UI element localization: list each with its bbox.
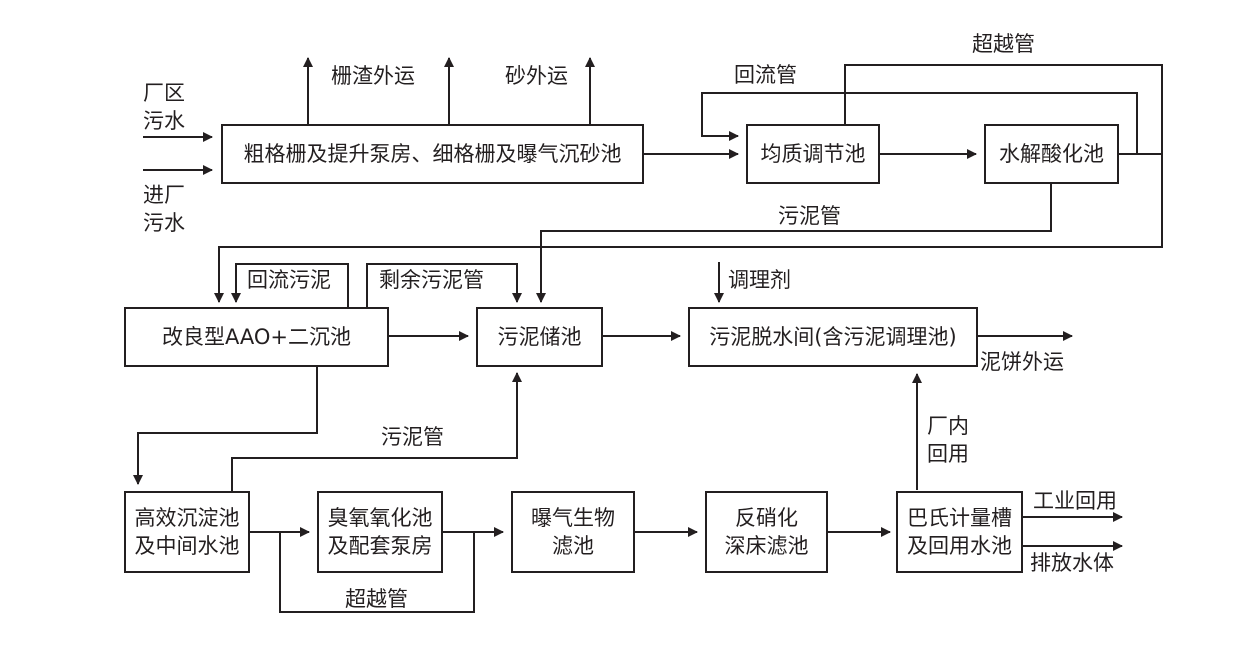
label-plant-reuse: 厂内 回用 xyxy=(927,414,969,466)
label-bypass-top: 超越管 xyxy=(972,32,1035,56)
label-screenings-out: 栅渣外运 xyxy=(331,64,415,88)
box-denitrification-filter: 反硝化 深床滤池 xyxy=(705,491,828,573)
label-reflux-pipe: 回流管 xyxy=(734,63,797,87)
label-cake-out: 泥饼外运 xyxy=(980,350,1064,374)
box-biological-aerated-filter: 曝气生物 滤池 xyxy=(511,491,635,573)
box-sludge-dewatering: 污泥脱水间(含污泥调理池) xyxy=(688,307,978,367)
box-equalization-tank: 均质调节池 xyxy=(746,124,880,184)
box-aao-clarifier: 改良型AAO+二沉池 xyxy=(124,307,389,367)
excess-sludge-line xyxy=(366,263,522,307)
box-pretreatment: 粗格栅及提升泵房、细格栅及曝气沉砂池 xyxy=(221,124,644,184)
label-excess-sludge-pipe: 剩余污泥管 xyxy=(379,268,484,292)
label-discharge: 排放水体 xyxy=(1030,551,1114,575)
sludge-pipe-top-line xyxy=(536,184,1052,303)
label-plant-sewage: 厂区 污水 xyxy=(143,81,185,133)
main-flow-line xyxy=(214,153,1163,303)
label-sand-out: 砂外运 xyxy=(505,64,568,88)
box-sludge-storage: 污泥储池 xyxy=(476,307,603,367)
sludge-pipe-mid-line xyxy=(231,372,522,491)
box-hydrolysis-tank: 水解酸化池 xyxy=(984,124,1119,184)
label-sludge-pipe-mid: 污泥管 xyxy=(381,425,444,449)
box-ozone-oxidation: 臭氧氧化池 及配套泵房 xyxy=(317,491,443,573)
label-industrial-reuse: 工业回用 xyxy=(1033,489,1117,513)
reflux-sludge-line xyxy=(231,263,349,307)
label-incoming-sewage: 进厂 污水 xyxy=(143,183,185,235)
bypass-bottom-line xyxy=(279,532,475,613)
reflux-pipe-line xyxy=(701,92,1138,154)
bypass-top-line xyxy=(844,64,1163,154)
label-conditioner: 调理剂 xyxy=(728,268,791,292)
label-sludge-pipe-top: 污泥管 xyxy=(778,204,841,228)
aao-to-settling-line xyxy=(133,367,318,485)
label-bypass-bottom: 超越管 xyxy=(345,587,408,611)
label-reflux-sludge: 回流污泥 xyxy=(247,268,331,292)
box-high-efficiency-settling: 高效沉淀池 及中间水池 xyxy=(124,491,250,573)
box-parshall-flume: 巴氏计量槽 及回用水池 xyxy=(896,491,1023,573)
